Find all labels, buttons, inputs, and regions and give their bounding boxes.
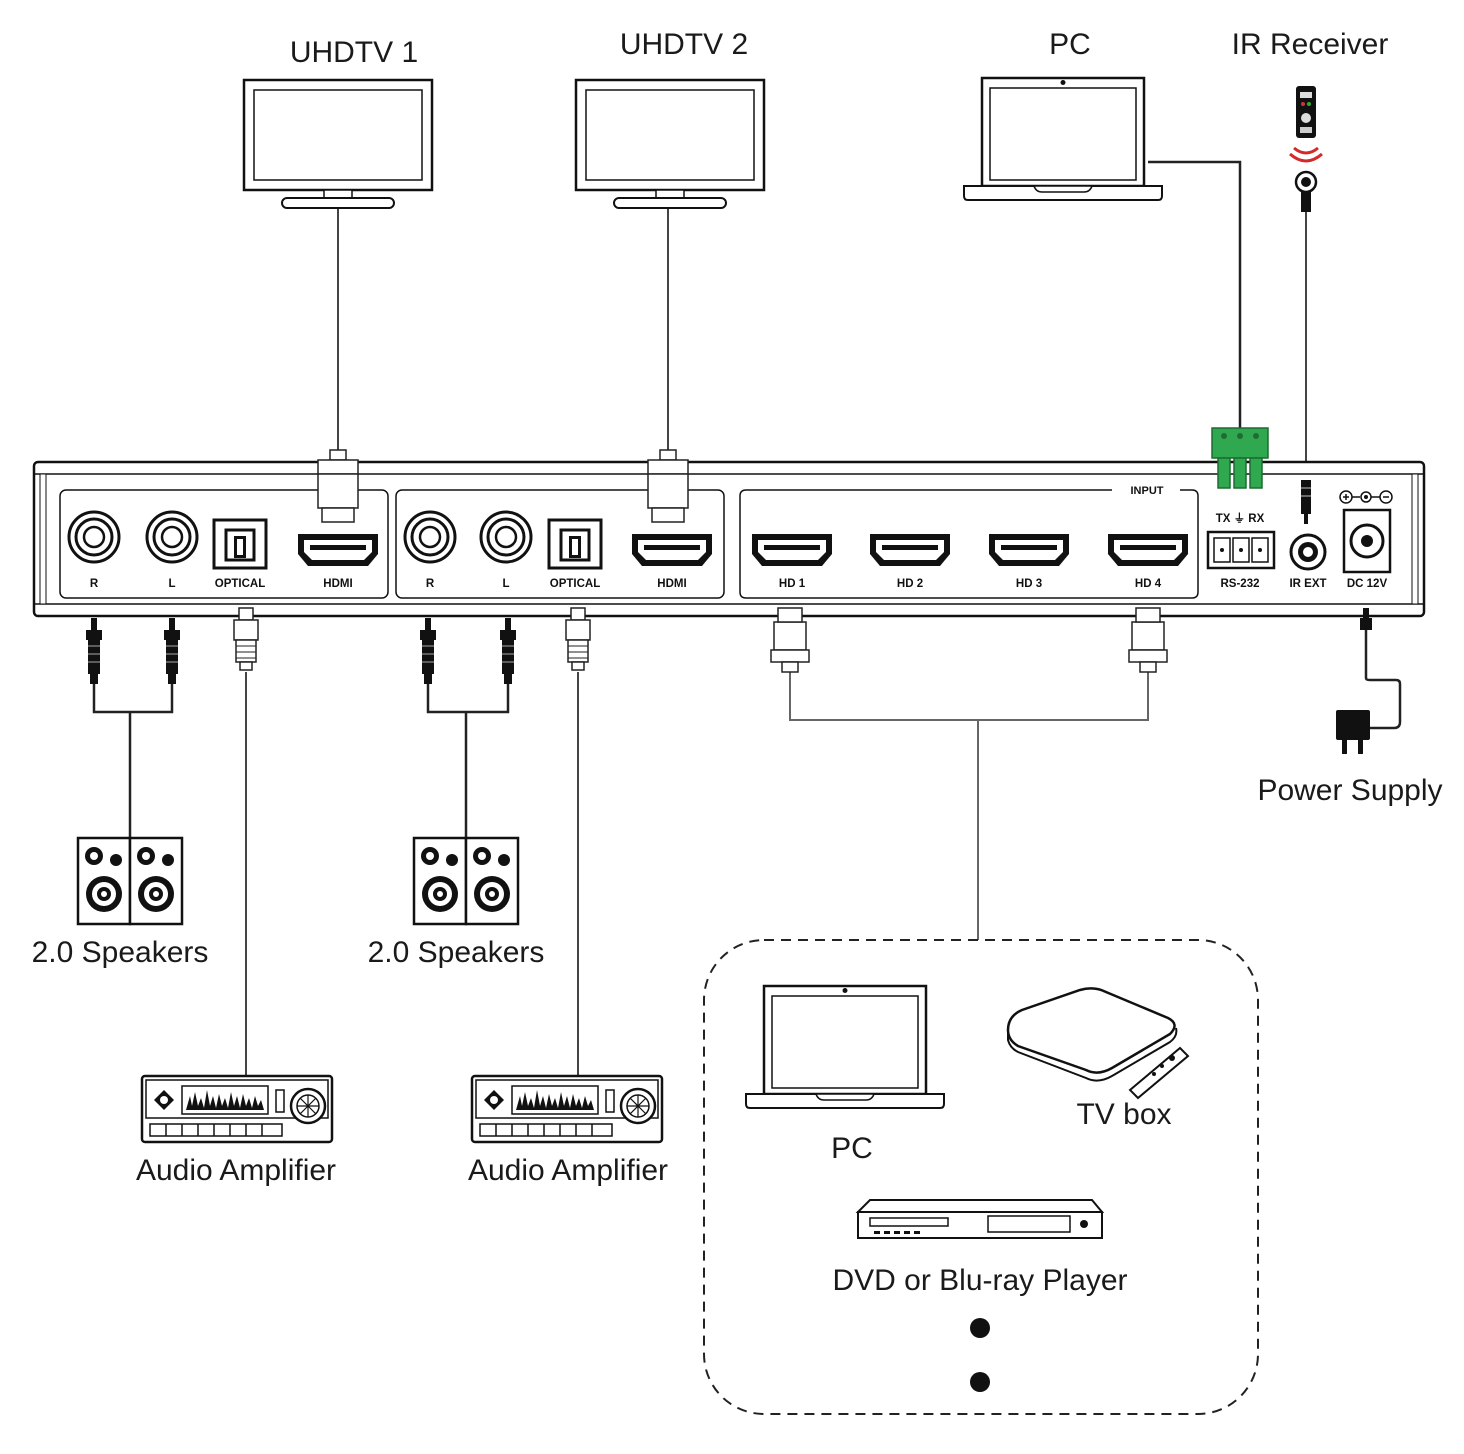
speakers-2-label: 2.0 Speakers [368, 936, 545, 969]
rs232-pins-label: TX ⏚ RX [1216, 512, 1265, 525]
input-hd1-port[interactable]: HD 1 [752, 534, 832, 590]
ir-jack-plug [1301, 480, 1311, 524]
power-supply-label: Power Supply [1257, 774, 1442, 807]
out1-r-plug [85, 617, 103, 685]
input-hd2-label: HD 2 [897, 578, 923, 590]
speaker-icon [412, 836, 520, 926]
control-pc-label: PC [1049, 28, 1091, 61]
out2-r-label: R [426, 578, 435, 590]
tv1-hdmi-plug [317, 449, 359, 523]
out1-optical-plug [233, 607, 259, 671]
source-dvd-label: DVD or Blu-ray Player [832, 1264, 1127, 1297]
source-tv-box-label: TV box [1076, 1098, 1171, 1131]
output-group-1: R L OPTICAL HDMI [59, 489, 389, 599]
out2-optical-plug [565, 607, 591, 671]
out1-optical-port[interactable]: OPTICAL [212, 518, 268, 590]
out2-l-jack[interactable]: L [479, 510, 533, 590]
out1-l-label: L [168, 578, 175, 590]
amp-1-label: Audio Amplifier [136, 1154, 336, 1187]
source-pc: PC [744, 984, 946, 1165]
out2-r-plug [419, 617, 437, 685]
power-supply: Power Supply [1257, 710, 1443, 807]
rs232-port[interactable]: TX ⏚ RX RS-232 [1206, 512, 1276, 590]
more-sources-ellipsis [970, 1318, 990, 1392]
ir-signal-icon [1289, 146, 1323, 163]
speaker1-cable-join [92, 684, 174, 714]
speakers-1-label: 2.0 Speakers [32, 936, 209, 969]
ir-receiver: IR Receiver [1232, 28, 1389, 212]
audio-amplifier-1: Audio Amplifier [136, 1074, 336, 1187]
out2-optical-label: OPTICAL [550, 578, 600, 590]
out1-r-label: R [90, 578, 99, 590]
remote-icon [1128, 1046, 1190, 1100]
rs232-label: RS-232 [1221, 578, 1260, 590]
out1-optical-label: OPTICAL [215, 578, 265, 590]
plugs [85, 427, 1372, 685]
speaker-icon [76, 836, 184, 926]
out2-hdmi-label: HDMI [657, 578, 686, 590]
ir-ext-port[interactable]: IR EXT [1289, 533, 1327, 590]
input-hd3-port[interactable]: HD 3 [989, 534, 1069, 590]
out2-r-jack[interactable]: R [403, 510, 457, 590]
dc-12v-label: DC 12V [1347, 578, 1388, 590]
tv2-hdmi-plug [647, 449, 689, 523]
polarity-icon [1339, 490, 1393, 504]
out1-l-jack[interactable]: L [145, 510, 199, 590]
output-group-2: R L OPTICAL HDMI [395, 489, 725, 599]
input-hd4-label: HD 4 [1135, 578, 1162, 590]
control-pc: PC [962, 28, 1164, 202]
power-cable [1364, 616, 1402, 730]
uhdtv-2: UHDTV 2 [574, 28, 766, 210]
uhdtv-1-label: UHDTV 1 [290, 36, 418, 69]
laptop-icon [744, 984, 946, 1110]
input-hd1-label: HD 1 [779, 578, 806, 590]
dc-12v-port[interactable]: DC 12V [1339, 490, 1393, 590]
dvd-player-icon [855, 1199, 1105, 1239]
tv-box-icon [1006, 987, 1178, 1082]
amp-2-label: Audio Amplifier [468, 1154, 668, 1187]
out1-hdmi-port[interactable]: HDMI [298, 534, 378, 590]
power-adapter-icon [1336, 710, 1370, 754]
source-tv-box: TV box [1006, 987, 1190, 1131]
source-pc-label: PC [831, 1132, 873, 1165]
matrix-switch-back-panel: R L OPTICAL HDMI R L [32, 460, 1426, 618]
input-group: INPUT HD 1 HD 2 HD 3 HD 4 [739, 485, 1199, 599]
out2-optical-port[interactable]: OPTICAL [547, 518, 603, 590]
ir-receiver-label: IR Receiver [1232, 28, 1389, 61]
audio-amplifier-2: Audio Amplifier [468, 1074, 668, 1187]
input-hd1-plug [770, 607, 810, 673]
uhdtv-1: UHDTV 1 [242, 36, 434, 210]
uhdtv-2-label: UHDTV 2 [620, 28, 748, 61]
cables [92, 160, 1402, 1076]
chassis [32, 460, 1426, 618]
ir-ext-label: IR EXT [1289, 578, 1326, 590]
input-hd2-port[interactable]: HD 2 [870, 534, 950, 590]
out2-l-label: L [502, 578, 509, 590]
sources-group: PC TV box [703, 939, 1259, 1415]
speaker2-cable-join [426, 684, 510, 714]
ir-eye-icon [1294, 170, 1318, 212]
out1-hdmi-label: HDMI [323, 578, 352, 590]
out1-r-jack[interactable]: R [67, 510, 121, 590]
input-group-title: INPUT [1131, 485, 1164, 497]
input-hd3-label: HD 3 [1016, 578, 1042, 590]
out2-l-plug [499, 617, 517, 685]
amplifier-icon [140, 1074, 334, 1144]
amplifier-icon [470, 1074, 664, 1144]
dc-plug [1360, 608, 1372, 630]
sources-dashed-frame [703, 939, 1259, 1415]
speakers-1: 2.0 Speakers [32, 836, 209, 969]
out2-hdmi-port[interactable]: HDMI [632, 534, 712, 590]
source-dvd-player: DVD or Blu-ray Player [832, 1199, 1128, 1297]
rs232-terminal-block [1211, 427, 1269, 489]
remote-control-icon [1296, 86, 1316, 138]
speakers-2: 2.0 Speakers [368, 836, 545, 969]
input-hd4-port[interactable]: HD 4 [1108, 534, 1188, 590]
out1-l-plug [163, 617, 181, 685]
input-hdmi-cables [789, 664, 1149, 721]
rs232-cable [1148, 160, 1242, 430]
input-hd4-plug [1128, 607, 1168, 673]
